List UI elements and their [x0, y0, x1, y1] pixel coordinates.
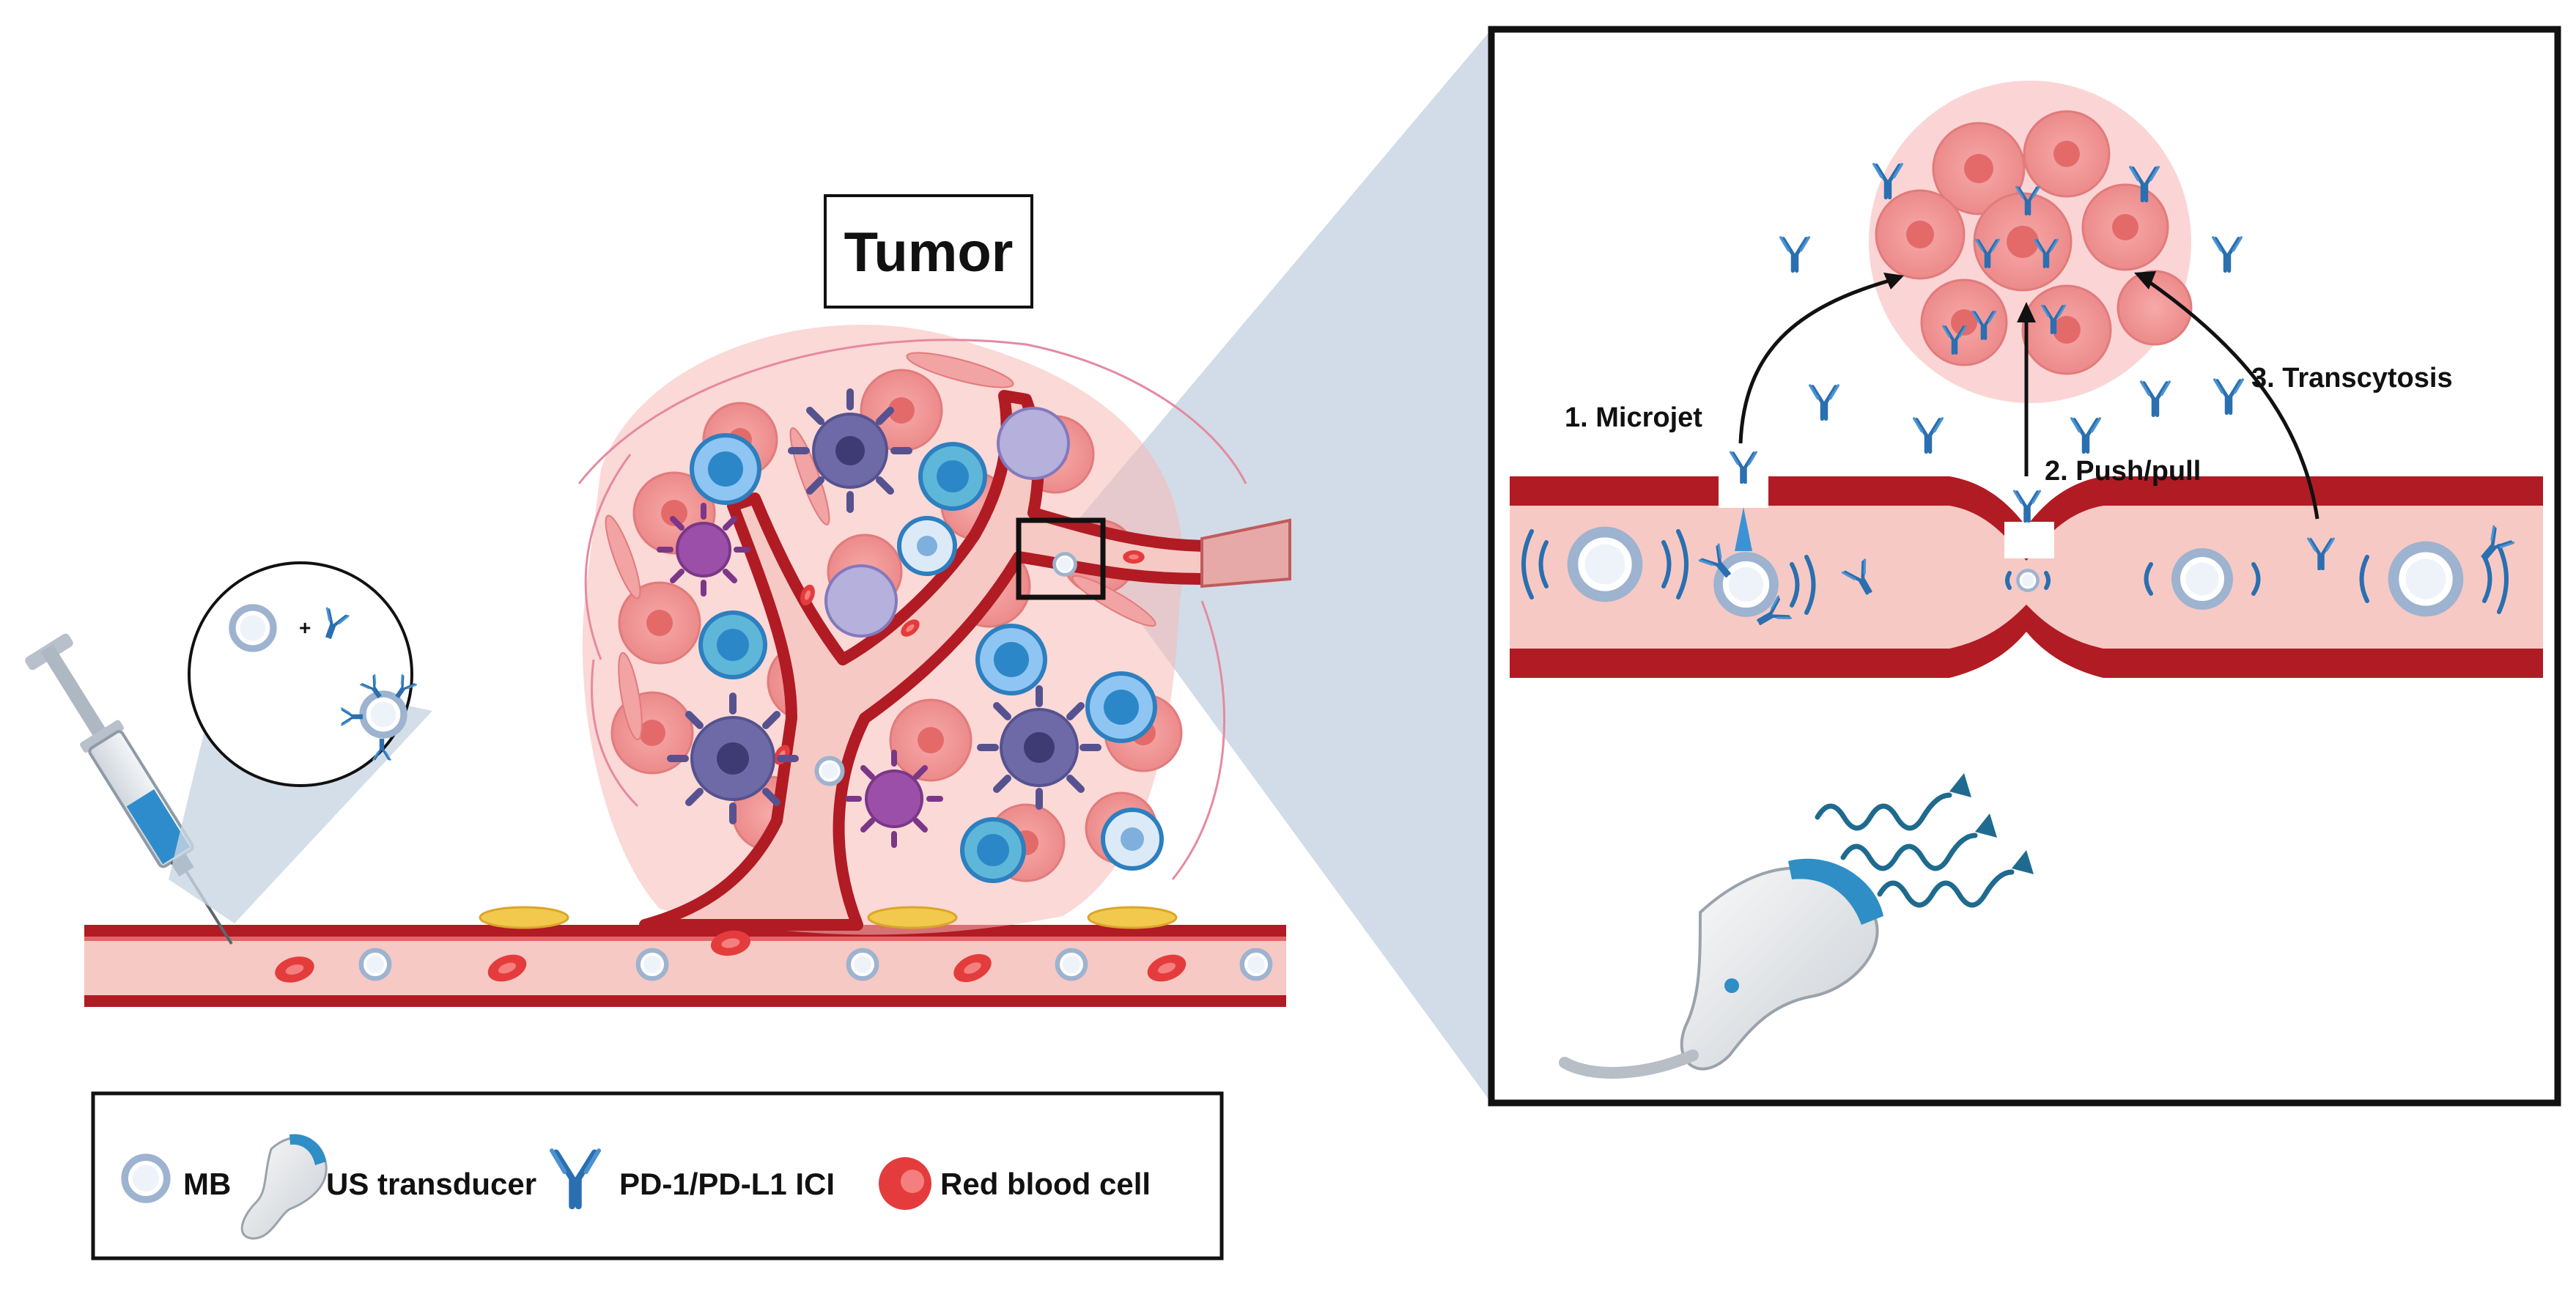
immune-cells [479, 388, 1178, 929]
zoom-region-marker [1016, 517, 1106, 600]
tumor-title-label: Tumor [844, 221, 1014, 284]
legend-item-rbc: Red blood cell [879, 1157, 1151, 1210]
label-transcytosis: 3. Transcytosis [2251, 363, 2453, 394]
panel-tumor-cluster [1869, 81, 2193, 403]
legend-item-mb: MB [125, 1157, 231, 1201]
us-transducer-icon [1559, 858, 1883, 1079]
legend-rbc-label: Red blood cell [940, 1167, 1151, 1201]
tumor-vessel-branch [639, 390, 1291, 931]
mb-ici-inset: + [169, 561, 432, 923]
legend-us-label: US transducer [326, 1167, 536, 1201]
ultrasound-waves [1815, 792, 2015, 908]
label-microjet: 1. Microjet [1565, 402, 1702, 433]
label-push-pull: 2. Push/pull [2045, 456, 2201, 487]
arrowheads [1883, 271, 2156, 322]
panel-microbubbles [1521, 452, 2514, 632]
legend-item-us-transducer: US transducer [240, 1134, 536, 1240]
legend-item-ici: PD-1/PD-L1 ICI [552, 1151, 835, 1206]
inset-plus-sign: + [299, 616, 311, 639]
mechanism-arrows [1738, 278, 2319, 520]
main-blood-vessel [84, 925, 1286, 1007]
tumor-title-box: Tumor [824, 194, 1033, 309]
legend-ici-label: PD-1/PD-L1 ICI [619, 1167, 835, 1201]
legend-mb-label: MB [183, 1167, 231, 1201]
